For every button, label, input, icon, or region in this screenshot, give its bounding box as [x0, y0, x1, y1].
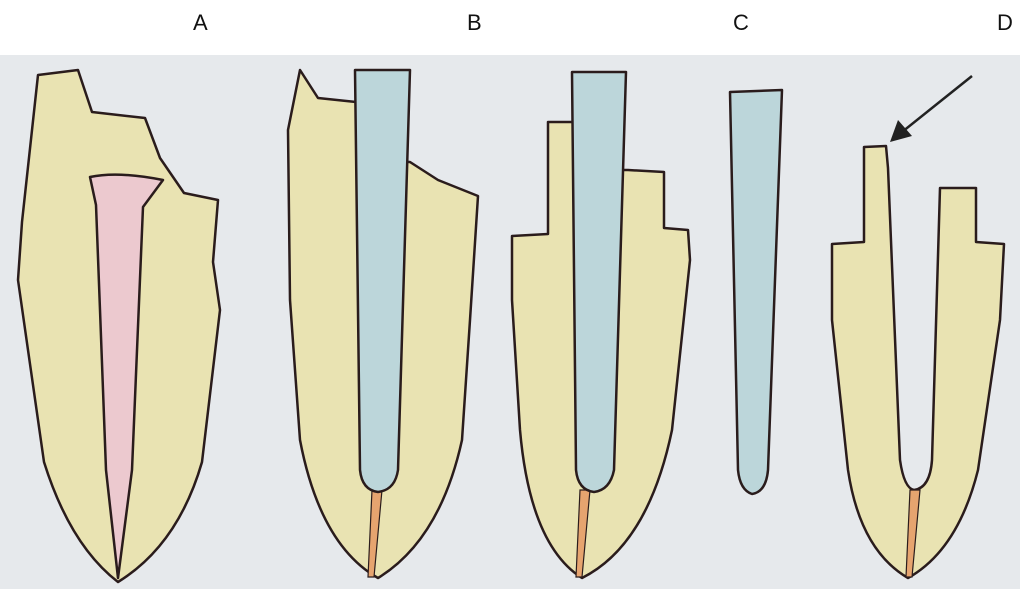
tooth-diagram — [0, 0, 1020, 589]
